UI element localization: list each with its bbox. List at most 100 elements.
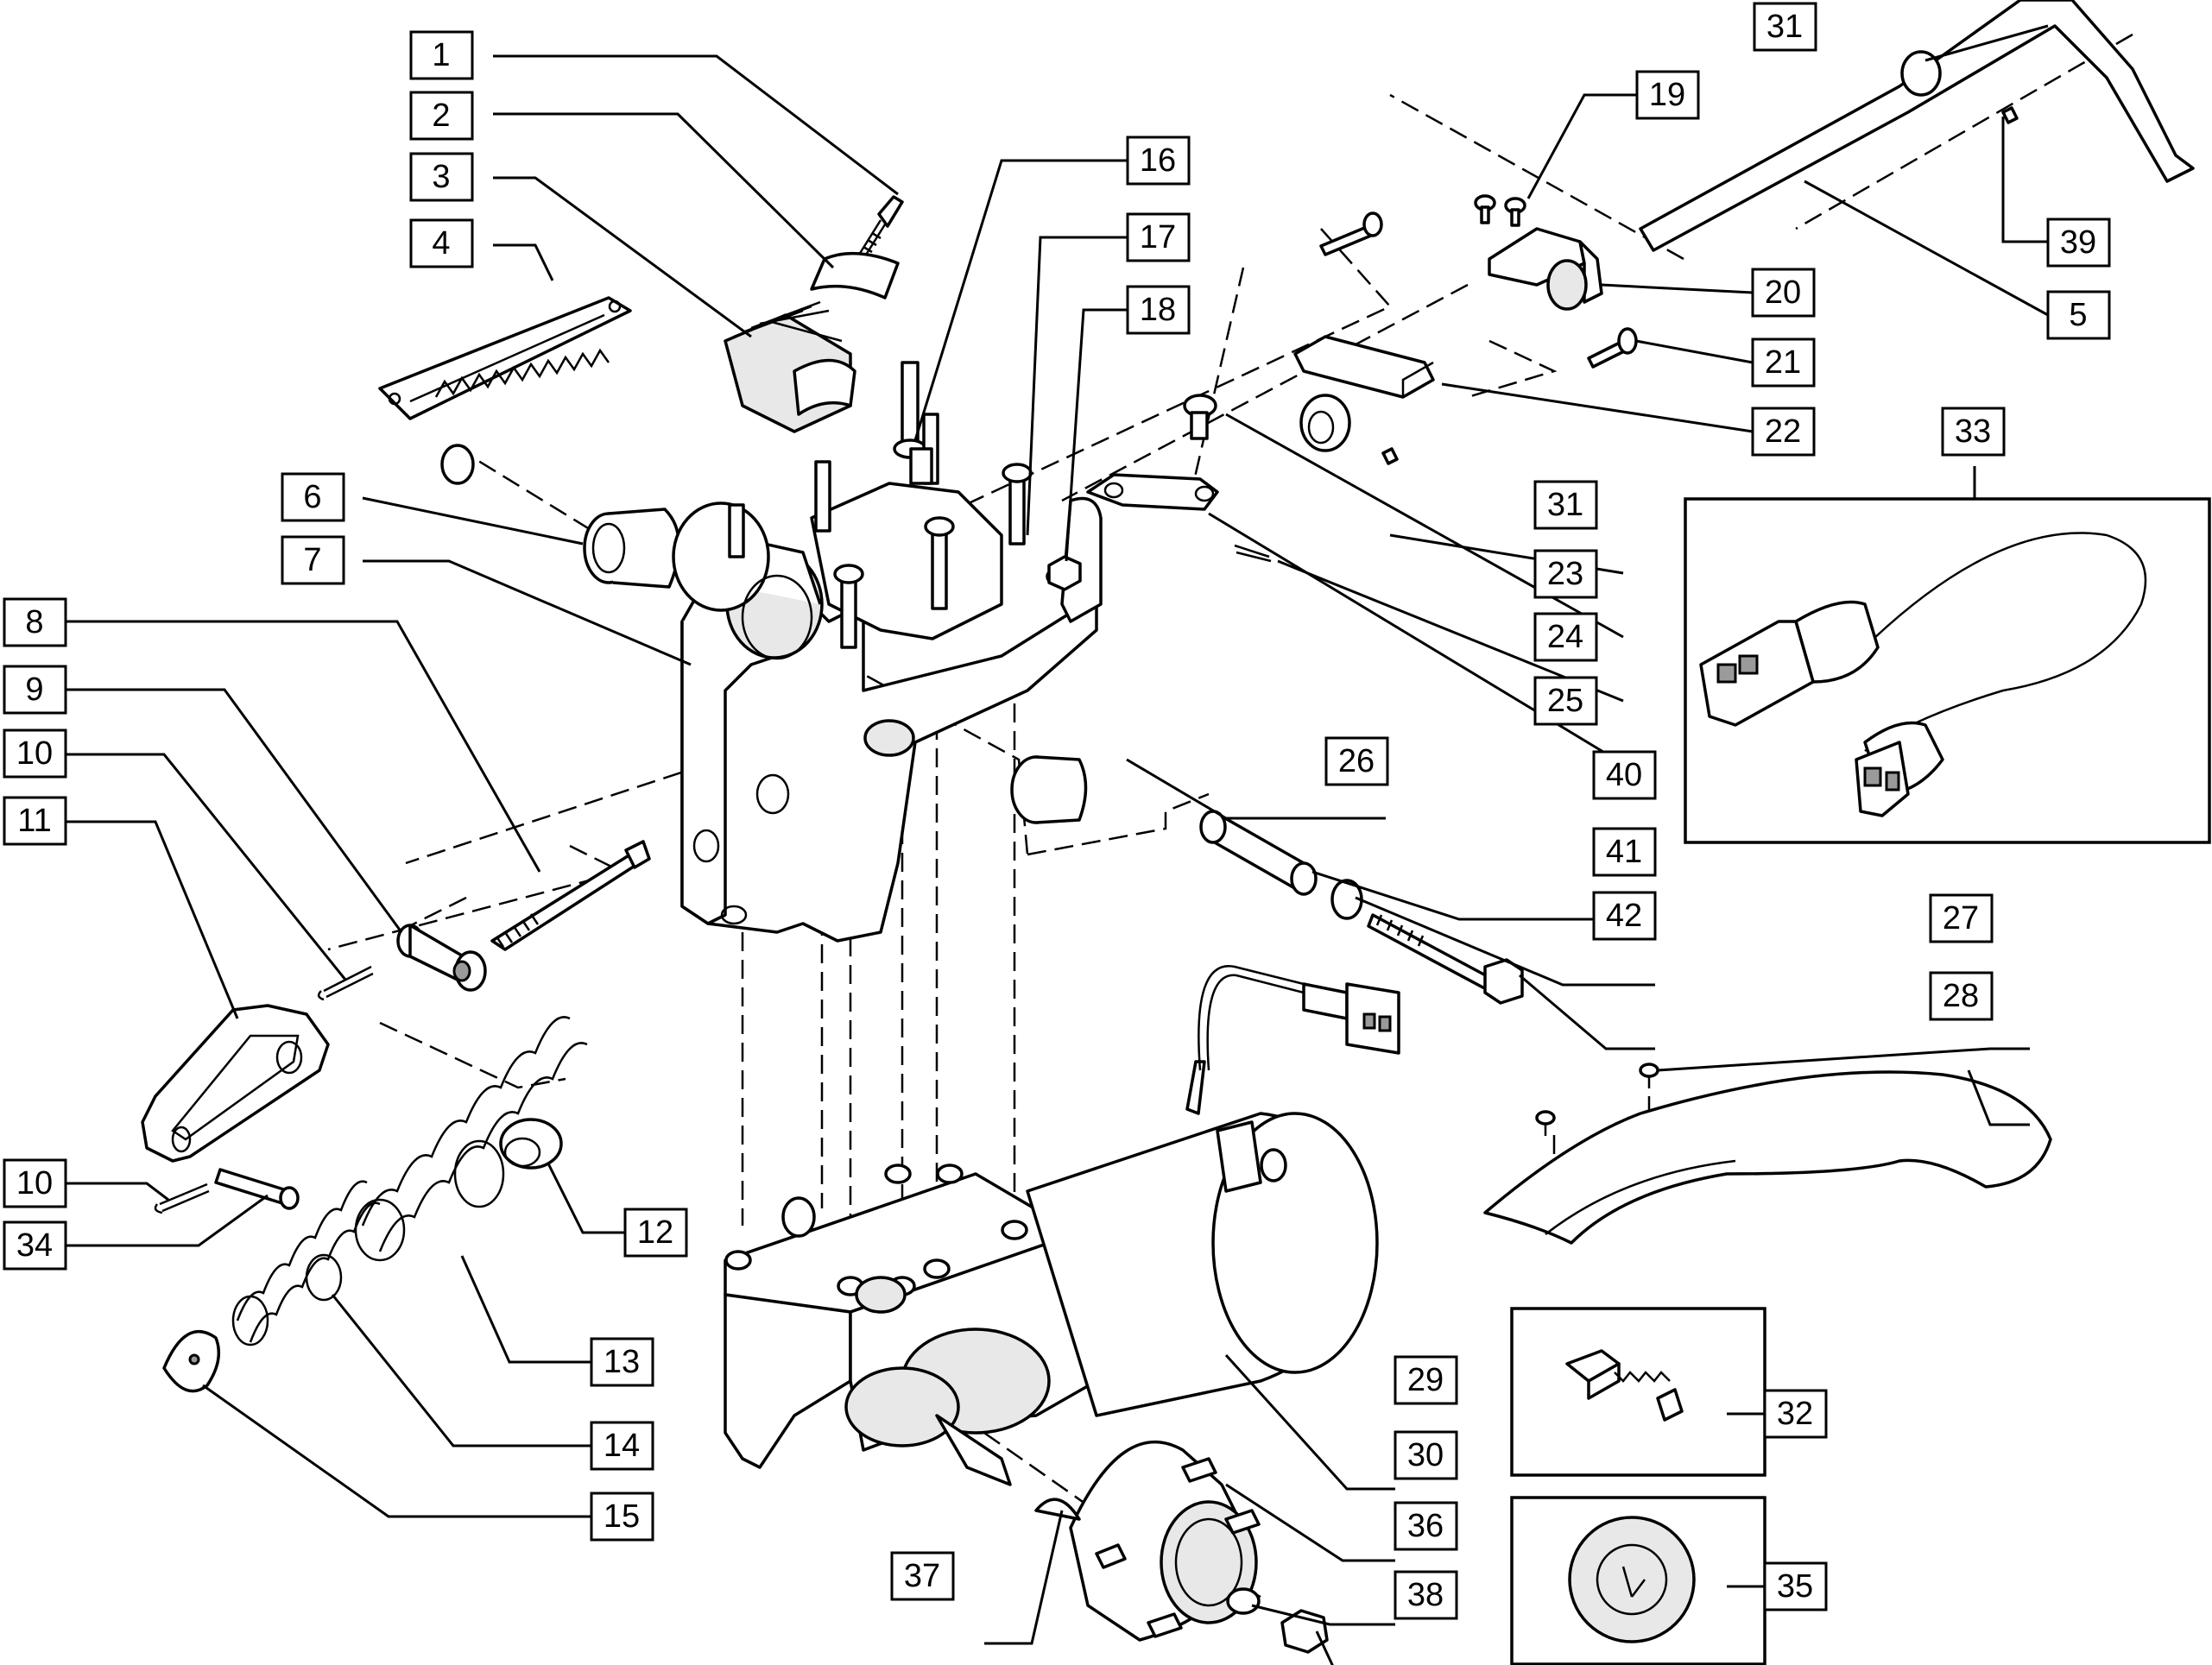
fender-28 (1483, 1070, 2052, 1245)
screw-21 (1587, 327, 1638, 369)
svg-text:41: 41 (1606, 834, 1642, 870)
wheel-hub-30 (1069, 1441, 1261, 1642)
pad-cap (810, 251, 900, 300)
callout-13: 13 (590, 1337, 654, 1387)
svg-text:31: 31 (1547, 487, 1583, 523)
callout-17: 17 (1126, 212, 1191, 262)
svg-text:7: 7 (303, 542, 321, 578)
callout-10a: 10 (3, 728, 67, 779)
screws-27 (1535, 1063, 1659, 1136)
callout-6: 6 (281, 472, 345, 522)
callout-32: 32 (1763, 1389, 1828, 1439)
callout-23: 23 (1533, 549, 1598, 599)
bolt-42 (1367, 913, 1524, 1005)
svg-text:26: 26 (1338, 743, 1375, 779)
svg-text:12: 12 (637, 1214, 673, 1251)
svg-text:38: 38 (1407, 1577, 1444, 1613)
spacer-40 (1199, 810, 1318, 896)
nut-18 (1047, 555, 1082, 591)
svg-text:27: 27 (1943, 900, 1979, 937)
clevis-pin-23 (1183, 394, 1217, 440)
svg-text:24: 24 (1547, 619, 1583, 655)
motor-gearbox-29 (724, 965, 1400, 1486)
svg-text:10: 10 (16, 1165, 53, 1201)
callout-21: 21 (1751, 337, 1816, 388)
long-bolt-8 (490, 840, 651, 951)
svg-text:34: 34 (16, 1227, 53, 1264)
callout-11: 11 (3, 796, 67, 846)
small-spring-14 (231, 1180, 381, 1347)
callout-31b: 31 (1533, 480, 1598, 530)
inset-panel-32 (1510, 1307, 1766, 1477)
callout-41: 41 (1592, 827, 1657, 877)
callout-31a: 31 (1753, 2, 1817, 52)
callout-36: 36 (1394, 1501, 1458, 1551)
callout-28: 28 (1929, 971, 1994, 1021)
callout-16: 16 (1126, 136, 1191, 186)
svg-text:8: 8 (25, 604, 43, 640)
callout-25: 25 (1533, 676, 1598, 726)
svg-text:1: 1 (432, 37, 450, 73)
svg-text:28: 28 (1943, 978, 1979, 1014)
large-spring-13 (354, 1016, 588, 1262)
mount-bracket-20 (1488, 227, 1603, 311)
flange-bushing-6 (583, 508, 681, 589)
svg-text:37: 37 (904, 1558, 940, 1594)
cotter-pin-24 (1234, 544, 1272, 563)
svg-text:40: 40 (1606, 757, 1642, 793)
callout-15: 15 (590, 1492, 654, 1542)
svg-text:14: 14 (604, 1428, 640, 1464)
cotter-pin-lower (154, 1183, 210, 1214)
set-screw-39 (2001, 106, 2019, 124)
svg-text:20: 20 (1765, 274, 1801, 311)
svg-text:11: 11 (17, 803, 51, 839)
inset-panel-33 (1684, 497, 2211, 844)
svg-text:35: 35 (1777, 1568, 1813, 1605)
svg-text:21: 21 (1765, 344, 1801, 381)
svg-text:18: 18 (1140, 292, 1176, 328)
woodruff-key-37 (1034, 1498, 1081, 1521)
svg-text:19: 19 (1649, 77, 1685, 113)
screw-upper-22 (1319, 211, 1383, 256)
callout-7: 7 (281, 535, 345, 585)
flange-bushing-center (1010, 755, 1088, 824)
callout-38: 38 (1394, 1570, 1458, 1620)
svg-text:3: 3 (432, 159, 450, 195)
yoke-bracket (141, 1004, 330, 1163)
callout-1: 1 (409, 30, 474, 80)
link-arm-25 (1086, 473, 1219, 511)
callout-35: 35 (1763, 1561, 1828, 1611)
svg-text:30: 30 (1407, 1437, 1444, 1473)
set-screw-31 (1381, 447, 1399, 465)
svg-text:16: 16 (1140, 142, 1176, 179)
svg-text:6: 6 (303, 479, 321, 515)
clevis-pin-34 (214, 1168, 300, 1210)
callout-9: 9 (3, 665, 67, 715)
lever-block (724, 300, 856, 433)
svg-text:33: 33 (1955, 413, 1991, 450)
cotter-pin-upper (317, 965, 374, 1001)
spring-plate-15 (162, 1329, 221, 1393)
callout-10b: 10 (3, 1158, 67, 1208)
svg-text:4: 4 (432, 225, 450, 262)
callout-20: 20 (1751, 268, 1816, 318)
callout-37: 37 (890, 1551, 955, 1601)
svg-text:5: 5 (2069, 297, 2087, 333)
spring-cup-12 (499, 1118, 563, 1170)
screws-19 (1474, 194, 1526, 227)
svg-text:25: 25 (1547, 683, 1583, 719)
callout-2: 2 (409, 91, 474, 141)
svg-text:22: 22 (1765, 413, 1801, 450)
callout-4: 4 (409, 218, 474, 268)
svg-text:36: 36 (1407, 1508, 1444, 1544)
callout-19: 19 (1635, 70, 1700, 120)
svg-text:31: 31 (1766, 9, 1803, 45)
callout-39: 39 (2046, 218, 2111, 268)
inset-panel-35 (1510, 1496, 1766, 1665)
svg-text:13: 13 (604, 1344, 640, 1380)
callout-14: 14 (590, 1421, 654, 1471)
callout-30: 30 (1394, 1430, 1458, 1480)
svg-text:15: 15 (604, 1498, 640, 1535)
block-22 (1293, 335, 1435, 399)
